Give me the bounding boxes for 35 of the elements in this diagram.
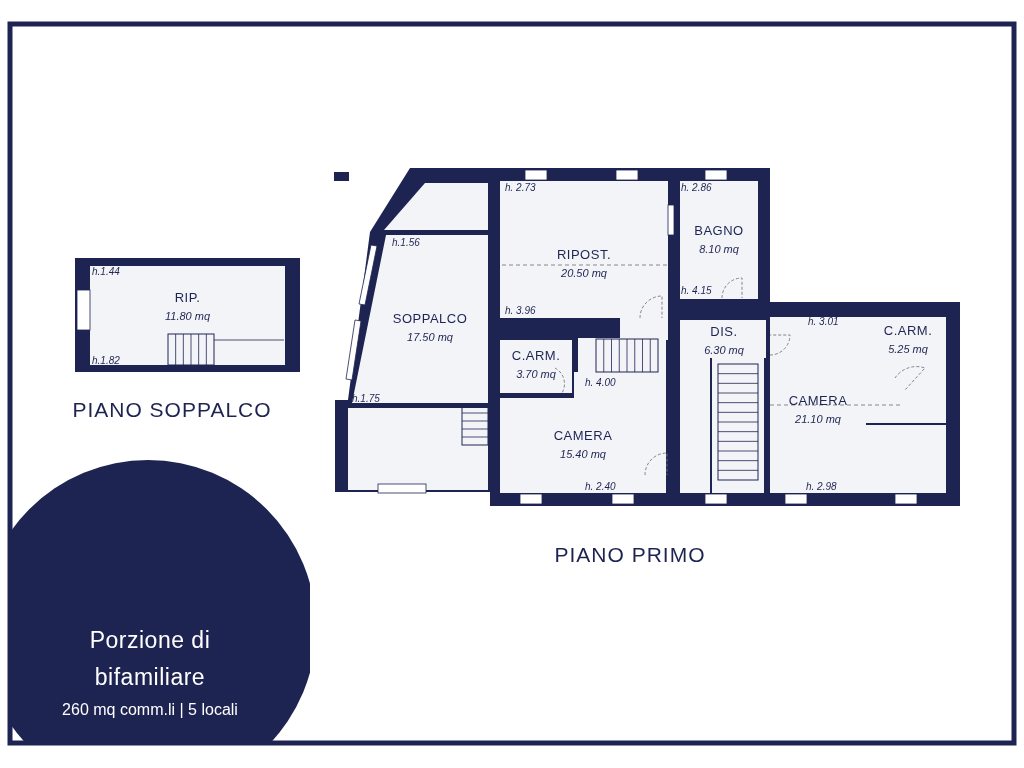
room-name: SOPPALCO (392, 312, 468, 326)
room-area: 11.80 mq (164, 310, 211, 322)
ceiling-height: h. 4.15 (681, 285, 712, 296)
room-area: 20.50 mq (561, 267, 607, 279)
room-name: C.ARM. (511, 349, 561, 363)
room-area: 5.25 mq (888, 343, 928, 355)
room-name: RIPOST. (556, 248, 612, 262)
room-name: CAMERA (553, 429, 613, 443)
floor-title: PIANO SOPPALCO (72, 398, 272, 422)
room-name: CAMERA (788, 394, 848, 408)
description-text: Porzione di bifamiliare (88, 626, 212, 692)
ceiling-height: h. 3.01 (808, 316, 839, 327)
room-area: 8.10 mq (699, 243, 739, 255)
ceiling-height: h.1.44 (92, 266, 120, 277)
room-area: 15.40 mq (560, 448, 606, 460)
room-name: DIS. (710, 325, 738, 339)
room-area: 6.30 mq (704, 344, 744, 356)
ceiling-height: h. 2.73 (505, 182, 536, 193)
room-area: 21.10 mq (795, 413, 841, 425)
room-area: 3.70 mq (516, 368, 556, 380)
ceiling-height: h. 2.40 (585, 481, 616, 492)
room-name: BAGNO (694, 224, 744, 238)
info-panel (10, 460, 310, 742)
ceiling-height: h. 2.98 (806, 481, 837, 492)
room-name: C.ARM. (883, 324, 933, 338)
ceiling-height: h. 2.86 (681, 182, 712, 193)
room-name: RIP. (174, 291, 201, 305)
ceiling-height: h.1.56 (392, 237, 420, 248)
ceiling-height: h.1.75 (352, 393, 380, 404)
area-summary: 260 mq comm.li | 5 locali (61, 701, 239, 719)
floor-title: PIANO PRIMO (554, 543, 706, 567)
ceiling-height: h. 4.00 (585, 377, 616, 388)
room-area: 17.50 mq (407, 331, 453, 343)
ceiling-height: h. 3.96 (505, 305, 536, 316)
ceiling-height: h.1.82 (92, 355, 120, 366)
